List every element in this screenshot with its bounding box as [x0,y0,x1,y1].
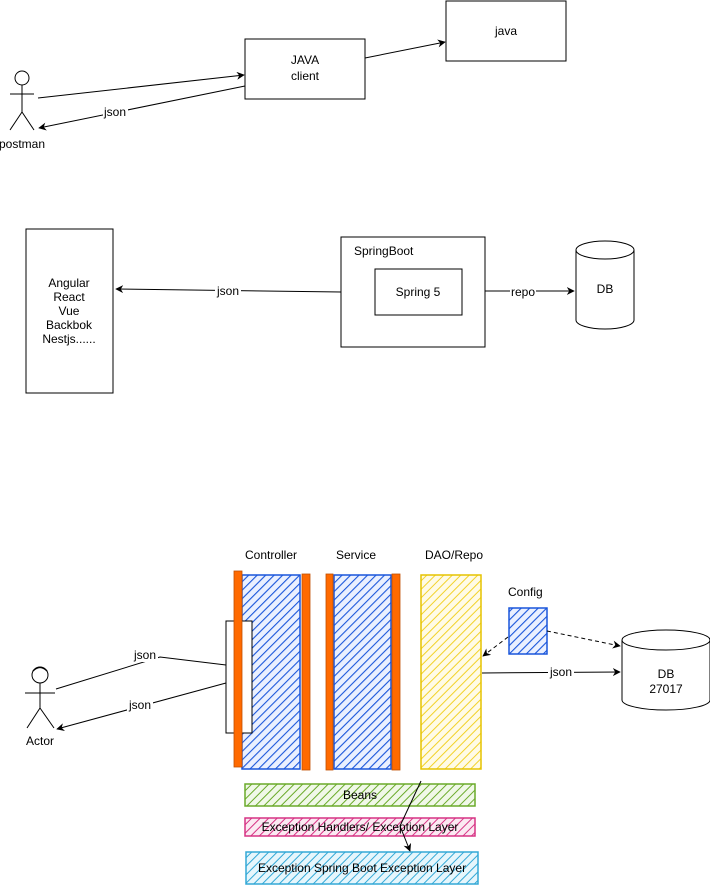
postman-to-client-arrow [37,71,245,99]
client-to-postman-arrow [38,85,246,131]
config-to-dao-dashed-arrow [482,636,509,657]
exception-springboot-label: Exception Spring Boot Exception Layer [258,861,466,875]
postman-actor-icon [9,70,35,131]
config-label: Config [508,585,543,599]
config-box[interactable] [508,607,548,655]
json-label-s1: json [103,105,126,119]
section-springboot: Angular React Vue Backbok Nestjs...... S… [25,228,635,394]
section-layers: Controller Service DAO/Repo Config DB 27… [25,548,710,885]
client-to-java-arrow [364,39,446,59]
exception-handler-layer[interactable] [244,817,476,837]
controller-filter-bar [233,570,243,768]
frontend-line-react: React [53,290,85,304]
db-cylinder-s3[interactable] [621,629,710,711]
frontend-line-backbok: Backbok [46,318,93,332]
db-label-s3-line2: 27017 [649,682,683,696]
spring5-label: Spring 5 [396,285,441,299]
db-label-s2: DB [597,282,614,296]
frontend-line-angular: Angular [48,276,89,290]
postman-label: postman [0,137,45,151]
json-db-label: json [549,665,572,679]
controller-service-bar [301,573,311,771]
frontend-line-vue: Vue [59,304,80,318]
actor-icon [25,666,55,729]
repo-label: repo [511,285,535,299]
java-client-label-line1: JAVA [291,53,319,67]
exception-handler-label: Exception Handlers/ Exception Layer [262,820,459,834]
beans-label: Beans [343,788,377,802]
java-box-label: java [494,24,517,38]
service-layer[interactable] [333,574,392,770]
dao-to-exception-line [399,780,422,827]
springboot-label: SpringBoot [354,244,414,258]
java-client-label-line2: client [291,69,320,83]
json-in-label: json [133,648,156,662]
java-client-box[interactable] [244,38,366,100]
service-label: Service [336,548,376,562]
frontend-box[interactable] [25,228,114,394]
config-to-db-dashed-arrow [546,630,621,649]
actor-label: Actor [26,734,54,748]
service-dao-bar [391,573,401,771]
controller-label: Controller [245,548,297,562]
exception-to-springboot-arrow [399,825,412,852]
service-left-bar [325,573,334,771]
section-postman: postman JAVA client java json [0,0,567,151]
db-label-s3-line1: DB [658,667,675,681]
spring5-box[interactable] [374,268,463,316]
json-label-s2: json [216,284,239,298]
frontend-line-nestjs: Nestjs...... [42,332,95,346]
exception-springboot-layer[interactable] [245,851,479,885]
dao-layer[interactable] [420,574,482,770]
dao-label: DAO/Repo [425,548,483,562]
java-box[interactable] [445,0,567,62]
json-out-label: json [128,698,151,712]
db-cylinder-s2[interactable] [575,240,635,330]
actor-to-controller-line [55,656,227,690]
